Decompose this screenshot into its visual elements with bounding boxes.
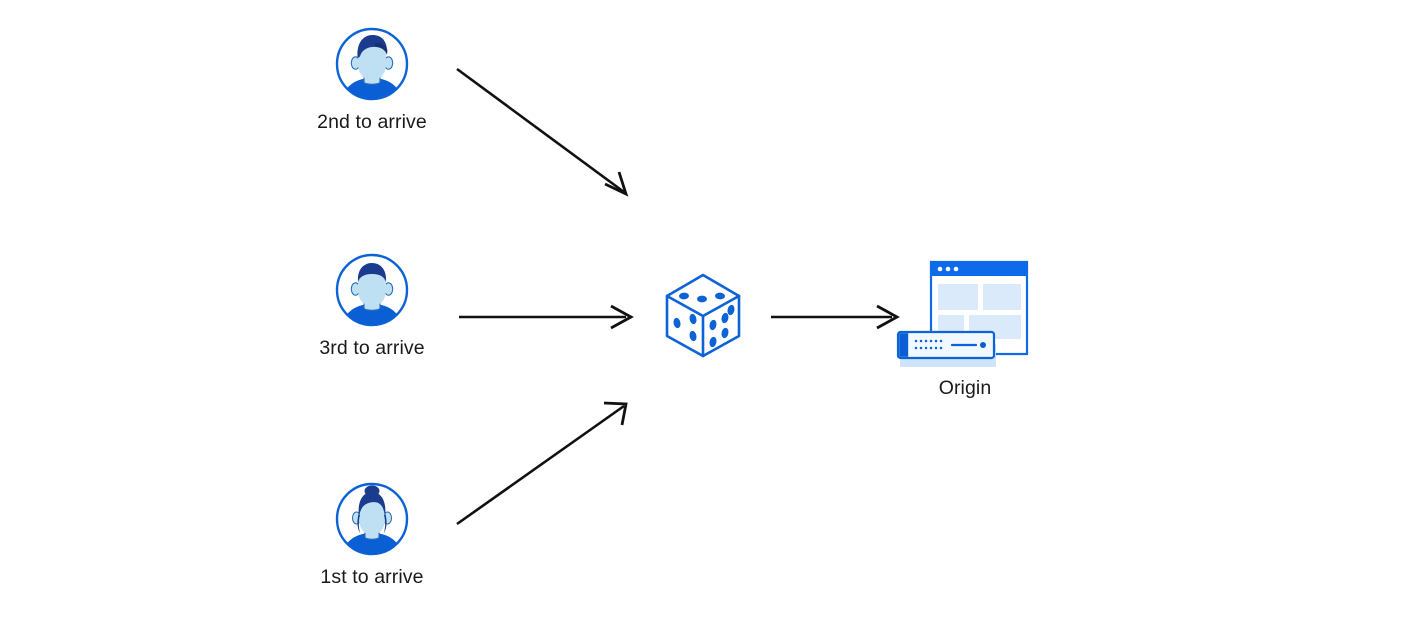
node-label-origin: Origin xyxy=(938,377,992,399)
node-label-client-1st: 1st to arrive xyxy=(320,566,424,588)
user-avatar-icon xyxy=(335,253,409,327)
node-origin[interactable]: Origin xyxy=(890,258,1040,408)
node-label-client-2nd: 2nd to arrive xyxy=(317,111,427,133)
node-client-2nd[interactable]: 2nd to arrive xyxy=(317,26,427,138)
server-device-icon xyxy=(896,330,996,367)
node-randomizer[interactable] xyxy=(661,270,745,360)
arrow-2nd-to-randomizer xyxy=(456,67,629,197)
arrow-3rd-to-randomizer xyxy=(459,304,634,330)
node-client-1st[interactable]: 1st to arrive xyxy=(320,481,423,593)
user-avatar-icon xyxy=(335,27,409,101)
dice-icon xyxy=(665,273,741,358)
arrow-randomizer-to-origin xyxy=(771,304,900,330)
origin-server-icon xyxy=(896,260,1029,367)
node-client-3rd[interactable]: 3rd to arrive xyxy=(319,252,425,364)
arrow-1st-to-randomizer xyxy=(456,401,628,526)
node-label-client-3rd: 3rd to arrive xyxy=(319,337,425,359)
user-avatar-icon xyxy=(335,482,409,556)
